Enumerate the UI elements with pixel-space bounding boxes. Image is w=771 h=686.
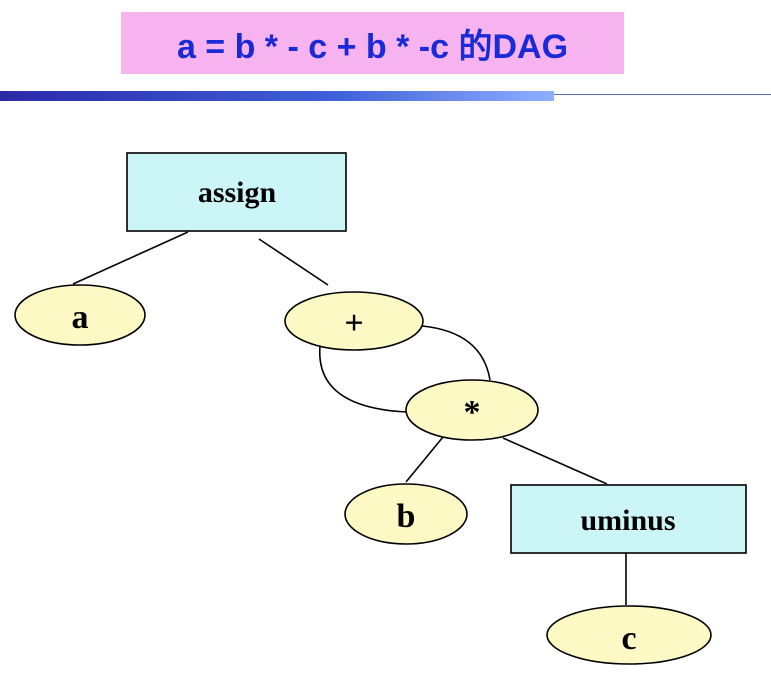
divider-thin-line	[554, 94, 771, 95]
node-plus-label: +	[344, 305, 363, 342]
page-title: a = b * - c + b * -c 的DAG	[176, 27, 569, 66]
node-star-label: *	[464, 394, 481, 431]
edge-star-b	[405, 436, 444, 483]
node-assign: assign	[126, 152, 347, 232]
node-c: c	[546, 605, 712, 665]
node-a: a	[14, 284, 146, 346]
node-b: b	[344, 483, 468, 545]
edge-star-uminus	[502, 437, 608, 485]
node-uminus-label: uminus	[580, 504, 675, 537]
node-b-label: b	[397, 498, 416, 535]
title-banner: a = b * - c + b * -c 的DAG	[121, 12, 624, 74]
node-assign-label: assign	[198, 176, 277, 209]
node-uminus: uminus	[510, 484, 747, 554]
node-a-label: a	[72, 299, 89, 336]
divider-gradient-bar	[0, 91, 554, 101]
edge-assign-a	[72, 231, 189, 285]
node-c-label: c	[621, 620, 636, 657]
node-plus: +	[284, 291, 424, 351]
edge-plus-star-right	[421, 325, 491, 381]
edge-assign-plus	[258, 238, 329, 286]
node-star: *	[405, 379, 539, 441]
edge-plus-star-left	[319, 345, 409, 413]
title-divider	[0, 91, 771, 101]
